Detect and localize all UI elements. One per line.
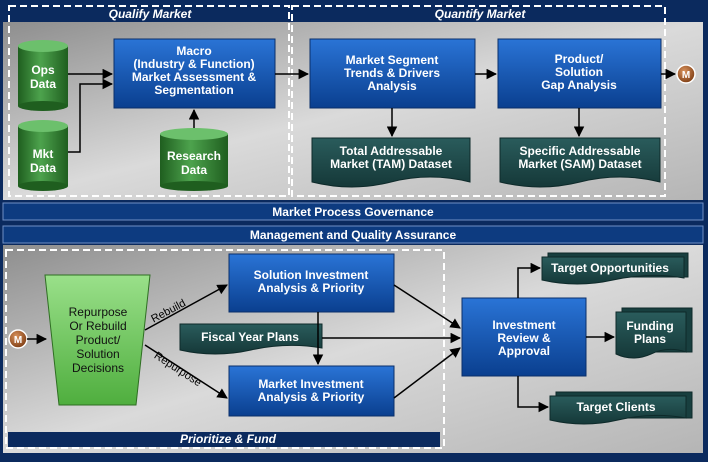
investment-line-1: Investment xyxy=(492,318,555,332)
research-data-label-2: Data xyxy=(181,163,207,177)
mkt-data-label-1: Mkt xyxy=(33,147,54,161)
qualify-frame xyxy=(8,5,290,197)
m-label-bottom: M xyxy=(14,335,22,346)
gap-line-2: Solution xyxy=(555,65,603,79)
segment-line-2: Trends & Drivers xyxy=(344,66,440,80)
market-inv-line-2: Analysis & Priority xyxy=(258,390,365,404)
gap-line-1: Product/ xyxy=(555,52,604,66)
quantify-frame xyxy=(291,5,666,197)
quantify-title: Quantify Market xyxy=(435,7,527,21)
investment-line-2: Review & xyxy=(497,331,551,345)
m-connector-top: M xyxy=(676,64,696,84)
qualify-title: Qualify Market xyxy=(109,7,193,21)
target-clients-label: Target Clients xyxy=(576,400,655,414)
repurpose-line-3: Product/ xyxy=(76,333,121,347)
mkt-data-cylinder: Mkt Data xyxy=(18,120,68,191)
solution-inv-line-1: Solution Investment xyxy=(254,268,369,282)
target-opportunities-docs: Target Opportunities xyxy=(541,252,689,285)
top-arrows xyxy=(68,68,677,153)
macro-assessment-box: Macro (Industry & Function) Market Asses… xyxy=(113,38,276,109)
management-label: Management and Quality Assurance xyxy=(250,228,457,242)
ops-data-label-2: Data xyxy=(30,77,56,91)
tam-line-2: Market (TAM) Dataset xyxy=(330,157,452,171)
repurpose-decisions-shape: Repurpose Or Rebuild Product/ Solution D… xyxy=(44,274,151,406)
governance-label: Market Process Governance xyxy=(272,205,434,219)
tam-dataset-doc: Total Addressable Market (TAM) Dataset xyxy=(311,137,471,188)
solution-investment-box: Solution Investment Analysis & Priority xyxy=(228,253,395,313)
governance-bar xyxy=(2,202,704,221)
macro-line-3: Market Assessment & xyxy=(132,70,257,84)
target-opps-label: Target Opportunities xyxy=(551,261,669,275)
sam-line-2: Market (SAM) Dataset xyxy=(518,157,641,171)
market-inv-line-1: Market Investment xyxy=(258,377,363,391)
gap-line-3: Gap Analysis xyxy=(541,78,617,92)
segment-line-1: Market Segment xyxy=(346,53,439,67)
product-gap-box: Product/ Solution Gap Analysis xyxy=(497,38,662,109)
research-data-cylinder: Research Data xyxy=(160,128,228,191)
research-data-label-1: Research xyxy=(167,149,221,163)
funding-line-2: Plans xyxy=(634,332,666,346)
repurpose-line-5: Decisions xyxy=(72,361,124,375)
macro-line-2: (Industry & Function) xyxy=(133,57,254,71)
m-label-top: M xyxy=(682,70,690,81)
market-investment-box: Market Investment Analysis & Priority xyxy=(228,365,395,417)
segment-line-3: Analysis xyxy=(367,79,417,93)
tam-line-1: Total Addressable xyxy=(340,144,443,158)
ops-data-label-1: Ops xyxy=(31,63,55,77)
sam-line-1: Specific Addressable xyxy=(520,144,641,158)
fiscal-label: Fiscal Year Plans xyxy=(201,330,299,344)
fiscal-year-plans-doc: Fiscal Year Plans xyxy=(179,323,323,355)
mkt-data-label-2: Data xyxy=(30,161,56,175)
funding-plans-docs: Funding Plans xyxy=(615,307,693,359)
repurpose-line-2: Or Rebuild xyxy=(69,319,126,333)
solution-inv-line-2: Analysis & Priority xyxy=(258,281,365,295)
repurpose-line-4: Solution xyxy=(76,347,119,361)
m-connector-bottom: M xyxy=(8,329,28,349)
repurpose-line-1: Repurpose xyxy=(69,305,128,319)
ops-data-cylinder: Ops Data xyxy=(18,40,68,111)
market-segment-box: Market Segment Trends & Drivers Analysis xyxy=(309,38,476,109)
investment-line-3: Approval xyxy=(498,344,550,358)
funding-line-1: Funding xyxy=(626,319,673,333)
sam-dataset-doc: Specific Addressable Market (SAM) Datase… xyxy=(499,137,661,188)
macro-line-1: Macro xyxy=(176,44,211,58)
bottom-arrows xyxy=(27,262,616,413)
target-clients-docs: Target Clients xyxy=(549,391,693,425)
investment-review-box: Investment Review & Approval xyxy=(461,297,587,377)
prioritize-title: Prioritize & Fund xyxy=(180,432,277,446)
macro-line-4: Segmentation xyxy=(154,83,233,97)
prioritize-frame xyxy=(5,249,445,449)
management-bar xyxy=(2,225,704,244)
